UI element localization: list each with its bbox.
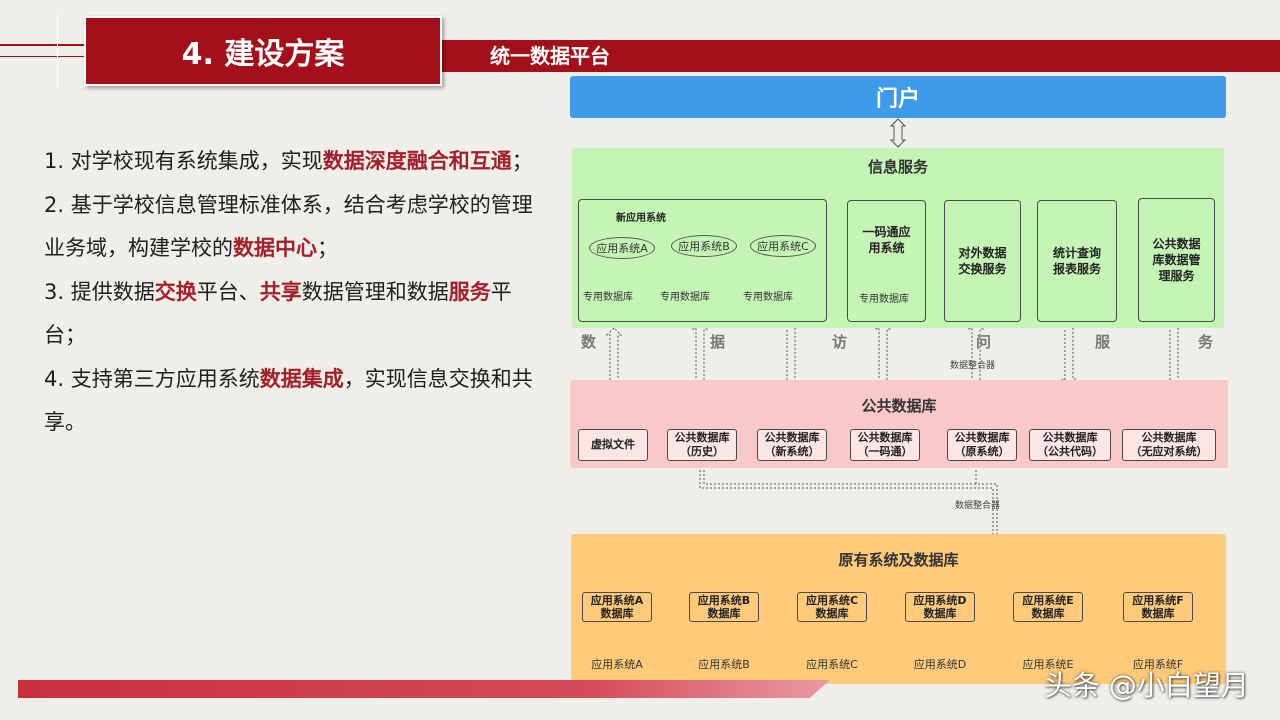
header-banner bbox=[440, 40, 1280, 72]
public-db-box-2: 公共数据库（新系统） bbox=[757, 429, 827, 461]
dedicated-db-label-a: 专用数据库 bbox=[583, 292, 633, 303]
data-access-char-5: 服 bbox=[1095, 333, 1111, 351]
dedicated-db-label-c: 专用数据库 bbox=[743, 292, 793, 303]
yimatong-system-box bbox=[847, 200, 926, 322]
original-app-label-2: 应用系统B bbox=[698, 658, 750, 671]
down-arrow-10 bbox=[1060, 322, 1078, 387]
original-app-label-5: 应用系统E bbox=[1022, 658, 1074, 671]
highlight-text: 数据深度融合和互通 bbox=[322, 149, 512, 173]
dedicated-db-label-b: 专用数据库 bbox=[660, 292, 710, 303]
data-access-char-4: 问 bbox=[976, 333, 992, 351]
footer-bar bbox=[18, 680, 830, 698]
public-db-box-5: 公共数据库（公共代码） bbox=[1029, 429, 1111, 461]
original-systems-title: 原有系统及数据库 bbox=[838, 551, 959, 569]
key-point-2: 2. 基于学校信息管理标准体系，结合考虑学校的管理业务域，构建学校的数据中心； bbox=[44, 184, 534, 271]
point-text: ； bbox=[317, 236, 338, 260]
app-system-a-node: 应用系统A bbox=[589, 237, 655, 259]
key-point-3: 3. 提供数据交换平台、共享数据管理和数据服务平台； bbox=[44, 271, 534, 358]
app-system-b-node: 应用系统B bbox=[671, 235, 737, 257]
stats-report-service-box: 统计查询 报表服务 bbox=[1037, 200, 1117, 322]
data-merger-label-top: 数据整合器 bbox=[950, 361, 996, 371]
point-text: 平台、 bbox=[196, 279, 260, 304]
original-app-label-4: 应用系统D bbox=[913, 658, 967, 671]
key-point-1: 1. 对学校现有系统集成，实现数据深度融合和互通； bbox=[44, 140, 534, 184]
data-access-char-3: 访 bbox=[832, 333, 848, 351]
info-service-title: 信息服务 bbox=[867, 158, 928, 176]
point-text: 1. 对学校现有系统集成，实现 bbox=[44, 149, 323, 173]
header-accent-line bbox=[0, 44, 90, 46]
yimatong-db-label: 专用数据库 bbox=[859, 294, 909, 305]
point-text: ，实现信息交换和共享。 bbox=[44, 366, 533, 435]
highlight-text: 数据中心 bbox=[233, 236, 317, 260]
watermark: 头条 @小白望月 bbox=[1044, 669, 1249, 702]
point-text: ； bbox=[511, 149, 533, 173]
highlight-text: 交换 bbox=[154, 279, 197, 304]
highlight-text: 共享 bbox=[259, 279, 302, 304]
external-exchange-service-box: 对外数据 交换服务 bbox=[944, 200, 1021, 322]
page-title: 4. 建设方案 bbox=[84, 16, 442, 86]
public-db-management-service-box: 公共数据 库数据管 理服务 bbox=[1138, 198, 1215, 322]
public-db-box-3: 公共数据库（一码通） bbox=[850, 429, 920, 461]
public-db-box-1: 公共数据库（历史） bbox=[667, 429, 737, 461]
public-db-box-6: 公共数据库（无应对系统） bbox=[1122, 429, 1216, 461]
double-arrow-0 bbox=[889, 118, 907, 148]
key-point-4: 4. 支持第三方应用系统数据集成，实现信息交换和共享。 bbox=[44, 358, 534, 445]
yimatong-system-label: 一码通应 用系统 bbox=[862, 225, 911, 255]
point-text: 数据管理和数据 bbox=[301, 279, 449, 304]
header-accent-line-thin bbox=[0, 56, 90, 57]
original-systems-area bbox=[571, 534, 1226, 684]
header-divider bbox=[57, 14, 58, 88]
point-text: 3. 提供数据 bbox=[44, 279, 155, 304]
point-text: 2. 基于学校信息管理标准体系，结合考虑学校的管理业务域，构建学校的 bbox=[44, 192, 533, 261]
highlight-text: 服务 bbox=[448, 279, 491, 304]
original-app-label-3: 应用系统C bbox=[806, 658, 858, 671]
point-text: 4. 支持第三方应用系统 bbox=[44, 366, 260, 391]
data-merger-label-bottom: 数据整合器 bbox=[955, 501, 1001, 511]
new-app-system-box bbox=[578, 199, 827, 322]
highlight-text: 数据集成 bbox=[259, 366, 344, 391]
new-app-system-title: 新应用系统 bbox=[616, 213, 666, 224]
page-subtitle: 统一数据平台 bbox=[490, 44, 610, 68]
data-access-char-6: 务 bbox=[1198, 333, 1214, 351]
app-system-c-node: 应用系统C bbox=[750, 235, 816, 257]
original-app-label-1: 应用系统A bbox=[591, 658, 643, 671]
public-db-title: 公共数据库 bbox=[861, 397, 937, 415]
data-access-char-1: 数 bbox=[581, 333, 597, 351]
original-app-label-6: 应用系统F bbox=[1132, 658, 1184, 671]
merger-line-18 bbox=[703, 462, 998, 534]
virtual-file-box: 虚拟文件 bbox=[578, 429, 648, 461]
key-points-list: 1. 对学校现有系统集成，实现数据深度融合和互通；2. 基于学校信息管理标准体系… bbox=[44, 140, 534, 445]
portal-box: 门户 bbox=[570, 76, 1226, 118]
merger-line-17 bbox=[699, 462, 994, 534]
point-text: 平台； bbox=[44, 279, 512, 348]
data-access-char-2: 据 bbox=[710, 333, 726, 351]
public-db-box-4: 公共数据库（原系统） bbox=[947, 429, 1017, 461]
